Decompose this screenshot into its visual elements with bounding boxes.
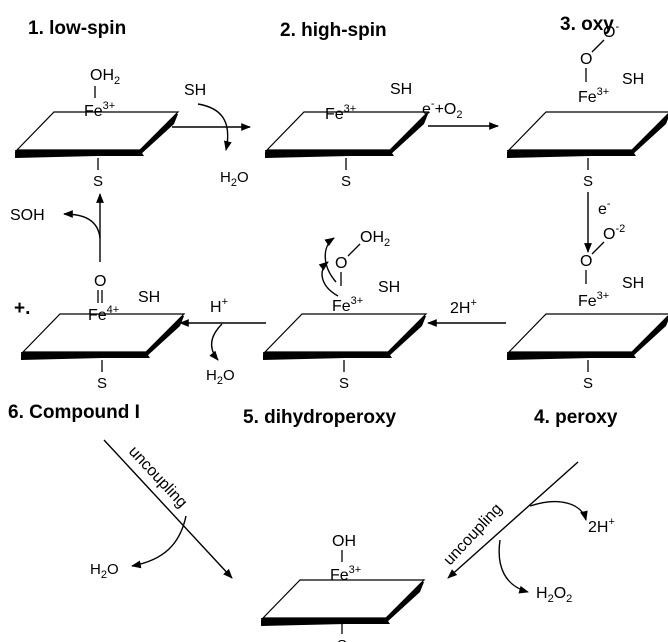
step-3-to-4: e- xyxy=(584,192,611,253)
step-2-to-3: e-+O2 xyxy=(422,98,499,130)
s6-oxo-oxygen: O xyxy=(94,273,106,290)
s1-axial-water: OH2 xyxy=(90,67,120,87)
title-compound-i: 6. Compound I xyxy=(8,402,140,423)
s3-oxygen-2: O- xyxy=(603,21,619,41)
s7-iron: Fe3+ xyxy=(330,564,361,584)
s5-proton-transfer-arrow xyxy=(324,237,337,283)
s3-cysteine-thiolate: S xyxy=(583,173,593,190)
s5-cysteine-thiolate: S xyxy=(339,375,349,392)
s4-cysteine-thiolate: S xyxy=(583,375,593,392)
s4-oxygen-2: O-2 xyxy=(603,223,625,243)
uncoupling-left: uncoupling H2O xyxy=(90,439,233,581)
s4-oxygen-1: O xyxy=(580,253,592,270)
step-3-4-electron: e- xyxy=(598,198,611,218)
title-low-spin: 1. low-spin xyxy=(28,18,126,39)
s7-cysteine-thiolate: S xyxy=(337,637,347,642)
step-4-to-5: 2H+ xyxy=(427,297,506,327)
species-oxy: O O- SH Fe3+ S xyxy=(506,21,668,190)
species-dihydroperoxy: O OH2 SH Fe3+ S xyxy=(262,229,427,392)
s5-oxygen-2: OH2 xyxy=(360,229,390,249)
uncoupling-right-protons-in: 2H+ xyxy=(588,516,615,536)
species-low-spin: OH2 Fe3+ S xyxy=(14,67,179,190)
title-oxy: 3. oxy xyxy=(560,14,614,35)
step-1-2-substrate-in: SH xyxy=(184,82,206,99)
s1-cysteine-thiolate: S xyxy=(93,173,103,190)
s4-iron: Fe3+ xyxy=(578,290,609,310)
uncoupling-left-label: uncoupling xyxy=(125,443,190,511)
uncoupling-right-peroxide-out: H2O2 xyxy=(536,585,572,605)
step-1-to-2: SH H2O xyxy=(172,82,251,189)
uncoupling-right-peroxide-curl xyxy=(498,539,529,594)
s5-oxygen-1: O xyxy=(335,255,347,272)
species-peroxy: O O-2 SH Fe3+ S xyxy=(506,223,668,392)
s2-substrate: SH xyxy=(390,81,412,98)
s2-cysteine-thiolate: S xyxy=(341,173,351,190)
s6-porphyrin-radical-cation: +. xyxy=(14,298,30,319)
step-6-to-1: SOH xyxy=(10,193,104,262)
uncoupling-right-proton-curl xyxy=(529,500,588,521)
step-1-2-water-out: H2O xyxy=(220,169,249,189)
s2-iron: Fe3+ xyxy=(325,103,356,123)
s4-substrate: SH xyxy=(622,275,644,292)
s5-iron: Fe3+ xyxy=(332,295,363,315)
s5-bond-cleavage-arrow xyxy=(318,261,339,297)
s6-substrate: SH xyxy=(138,289,160,306)
uncoupling-right: uncoupling 2H+ H2O2 xyxy=(440,461,615,605)
s3-oxygen-1: O xyxy=(580,51,592,68)
species-compound-i: O +. SH Fe4+ S xyxy=(14,273,185,392)
step-5-to-6: H+ H2O xyxy=(179,296,266,387)
s6-iron: Fe4+ xyxy=(88,304,119,324)
s3-iron: Fe3+ xyxy=(578,86,609,106)
title-peroxy: 4. peroxy xyxy=(534,407,618,428)
species-high-spin: SH Fe3+ S xyxy=(264,81,429,190)
step-5-6-water-out: H2O xyxy=(206,367,235,387)
species-ferric-hydroxide: OH Fe3+ S xyxy=(260,533,425,642)
s6-cysteine-thiolate: S xyxy=(97,375,107,392)
step-4-5-protons: 2H+ xyxy=(450,297,477,317)
title-dihydroperoxy: 5. dihydroperoxy xyxy=(243,407,397,428)
step-5-6-proton-in: H+ xyxy=(210,296,228,316)
step-6-1-product-out: SOH xyxy=(10,207,45,224)
s7-axial-hydroxide: OH xyxy=(332,533,356,550)
s1-iron: Fe3+ xyxy=(84,100,115,120)
s5-substrate: SH xyxy=(378,279,400,296)
uncoupling-left-water-out: H2O xyxy=(90,561,119,581)
s3-substrate: SH xyxy=(622,71,644,88)
step-2-3-electron-oxygen: e-+O2 xyxy=(422,98,463,121)
title-high-spin: 2. high-spin xyxy=(280,20,387,41)
